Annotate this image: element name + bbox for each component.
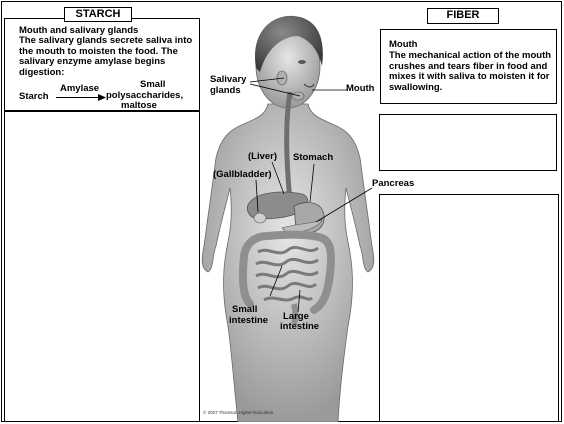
label-mouth: Mouth — [346, 84, 375, 95]
label-salivary-glands-2: glands — [210, 86, 241, 97]
label-small-intestine-1: Small — [232, 305, 257, 316]
label-salivary-glands-1: Salivary — [210, 75, 246, 86]
label-pancreas: Pancreas — [372, 179, 414, 190]
label-small-intestine-2: intestine — [229, 316, 268, 327]
label-liver: (Liver) — [248, 152, 277, 163]
label-large-intestine-2: intestine — [280, 322, 319, 333]
label-gallbladder: (Gallbladder) — [213, 170, 272, 181]
copyright-credit: © 2007 Thomson Higher Education — [203, 410, 273, 415]
label-stomach: Stomach — [293, 153, 333, 164]
